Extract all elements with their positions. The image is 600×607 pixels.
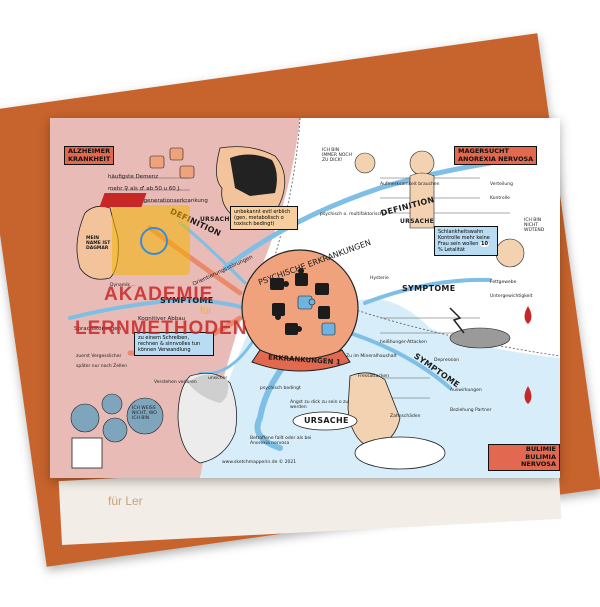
magersucht-note-text: Schlankheitswahn Kontrolle mehr keine Fr… bbox=[438, 229, 490, 247]
label-kontrolle: Kontrolle bbox=[490, 196, 510, 201]
bulimie-title-box: BULIMIE BULIMIA NERVOSA bbox=[488, 444, 560, 471]
label-bulimie-bottom: Betroffene fallt oder als bei Anorexia n… bbox=[250, 436, 312, 446]
watermark-sub: für bbox=[200, 306, 212, 317]
magersucht-ursache-label: URSACHE bbox=[400, 218, 435, 225]
label-zuerst: zuerst Vergesslicher bbox=[76, 354, 122, 359]
alzheimer-ursache-label: URSACHE bbox=[200, 216, 235, 223]
alzheimer-symptome-label: SYMPTOME bbox=[160, 296, 214, 305]
label-demenz: häufigste Demenz bbox=[108, 174, 159, 180]
bubble2-magersucht: ICH BIN NICHT WÜTEND bbox=[524, 218, 545, 233]
magersucht-note-suffix: % Letalität bbox=[438, 247, 465, 253]
label-psychisch-bulimie: psychisch bedingt bbox=[260, 386, 301, 391]
bulimie-title-line2: BULIMIA NERVOSA bbox=[520, 452, 556, 468]
magersucht-symptome-label: SYMPTOME bbox=[402, 284, 456, 293]
label-auswirkung: Auswirkungen bbox=[450, 388, 482, 393]
watermark-logo bbox=[99, 193, 190, 275]
label-psychisch-magersucht: psychisch o. multifaktorisch bbox=[320, 212, 383, 217]
label-gender: mehr ♀ als ♂ ab 50 u 60 J. bbox=[108, 186, 181, 192]
hand-text: MEIN NAME IST DAGMAR bbox=[86, 236, 111, 251]
watermark-mortarboard-icon bbox=[99, 193, 147, 207]
label-ausloeser: Aufmerksamkeit brauchen bbox=[380, 182, 440, 187]
label-angst: Angst zu dick zu sein o zu werden bbox=[290, 400, 349, 410]
watermark-line2: LERNMETHODEN bbox=[75, 318, 248, 339]
mindmap-poster: PSYCHISCHE ERKRANKUNGEN ERKRANKUNGEN 1 A… bbox=[50, 118, 560, 478]
magersucht-note: Schlankheitswahn Kontrolle mehr keine Fr… bbox=[434, 226, 498, 256]
label-fett: Fettgewebe bbox=[490, 280, 517, 285]
label-mineral: Zu im Mineralhaushalt bbox=[346, 354, 397, 359]
label-unsicher: unsicher bbox=[208, 376, 228, 381]
label-verstehen: Verstehen verloren bbox=[154, 380, 197, 385]
watermark-smiley-icon bbox=[140, 227, 168, 255]
bubble-text-alzheimer: ICH WEISS NICHT, WO ICH BIN bbox=[132, 406, 157, 421]
label-degeneration: Degenerationserkrankung bbox=[136, 198, 208, 204]
alzheimer-ursache-note: unbekannt evtl erblich (gen, metabolisch… bbox=[230, 206, 298, 230]
magersucht-title-box: MAGERSUCHT ANOREXIA NERVOSA bbox=[454, 146, 538, 165]
bulimie-title-line1: BULIMIE bbox=[525, 445, 556, 453]
alzheimer-title-box: ALZHEIMER KRANKHEIT bbox=[64, 146, 115, 165]
label-abbau: Kognitiver Abbau bbox=[138, 316, 186, 322]
bubble1-magersucht: ICH BIN IMMER NOCH ZU DICK! bbox=[322, 148, 352, 163]
magersucht-note-highlight: 10 bbox=[479, 241, 489, 247]
label-hysterie: Hysterie bbox=[370, 276, 389, 281]
alzheimer-symptom-note: zu einem Schreiben, rechnen & sinnvolles… bbox=[134, 332, 214, 356]
label-heisshunger: heißhunger-Attacken bbox=[380, 340, 427, 345]
alzheimer-title-line2: KRANKHEIT bbox=[68, 154, 111, 163]
label-dyn: Dynamik ... bbox=[110, 283, 136, 288]
bulimie-ursache-label: URSACHE bbox=[304, 416, 349, 425]
magersucht-title-line2: ANOREXIA NERVOSA bbox=[458, 154, 534, 163]
watermark-line1: AKADEMIE bbox=[104, 284, 214, 305]
footer-credit: www.sketchmapperin.de © 2021 bbox=[222, 460, 297, 465]
label-depression: Depression bbox=[434, 358, 460, 363]
label-untergewicht: Untergewichtigkeit bbox=[490, 294, 533, 299]
label-sprach: Sprachstörungen bbox=[74, 326, 122, 332]
card-back-text: für Ler bbox=[108, 494, 143, 508]
magersucht-title-line1: MAGERSUCHT bbox=[458, 147, 509, 155]
label-fressattacken: Fressattacken bbox=[358, 374, 390, 379]
alzheimer-title-line1: ALZHEIMER bbox=[68, 147, 111, 155]
label-zaehne: Zahnschäden bbox=[390, 414, 421, 419]
label-beziehung: Beziehung Partner bbox=[450, 408, 492, 413]
label-spaeter: später nur noch Zellen bbox=[76, 364, 128, 369]
label-verteilung: Verteilung bbox=[490, 182, 513, 187]
